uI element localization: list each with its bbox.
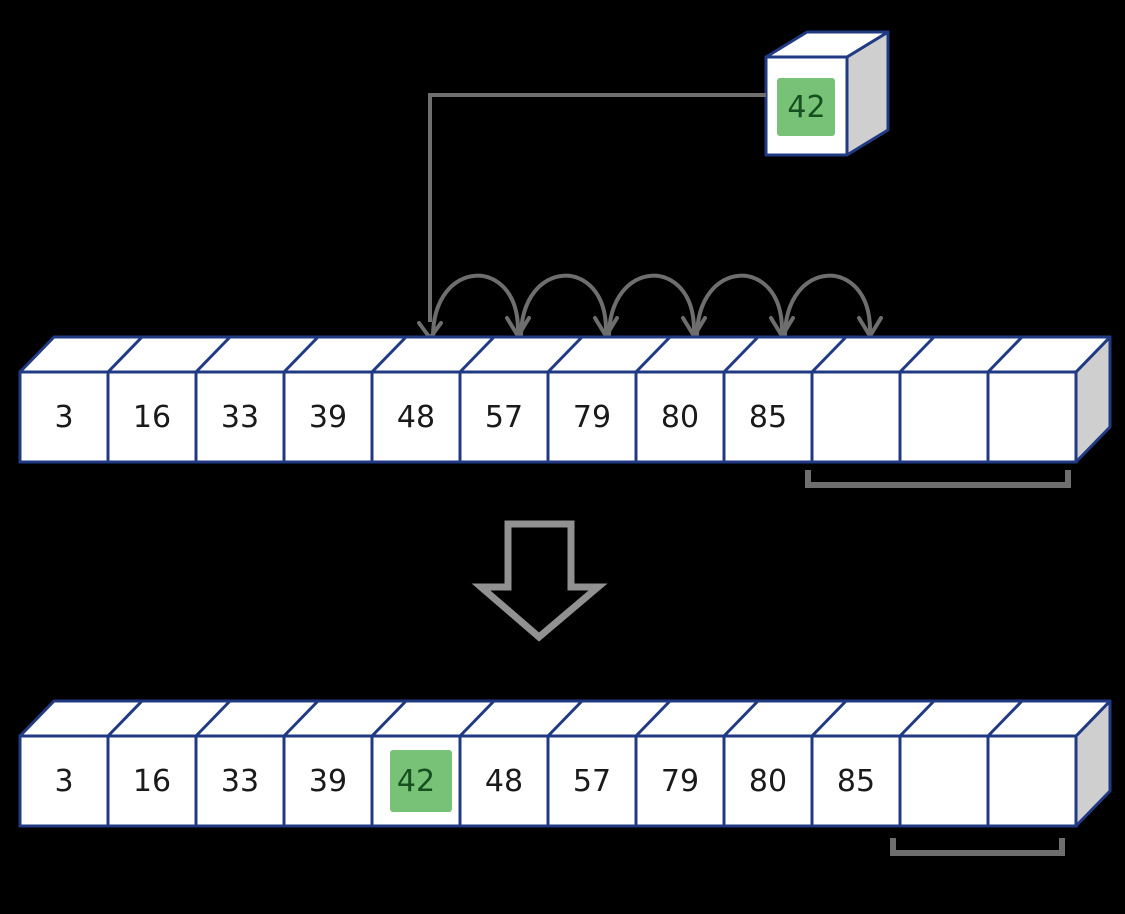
cube-side-face bbox=[845, 30, 890, 157]
free-space-bracket-after bbox=[890, 838, 1065, 856]
cell-after-11 bbox=[988, 736, 1076, 826]
cell-after-8: 80 bbox=[748, 763, 788, 799]
array-before-side-face bbox=[1074, 335, 1112, 464]
highlight-swatch-cube bbox=[777, 78, 835, 136]
cell-before-2: 33 bbox=[220, 399, 260, 435]
array-after-side-face bbox=[1074, 699, 1112, 828]
cell-after-7: 79 bbox=[660, 763, 700, 799]
cell-before-6: 79 bbox=[572, 399, 612, 435]
cell-before-0: 3 bbox=[54, 399, 74, 435]
cell-after-10 bbox=[900, 736, 988, 826]
array-before-top-dividers bbox=[106, 335, 1024, 374]
cell-before-1: 16 bbox=[132, 399, 172, 435]
cube-value: 42 bbox=[787, 89, 826, 125]
connector-line bbox=[417, 93, 766, 340]
cell-before-9 bbox=[812, 372, 900, 462]
cell-after-0: 3 bbox=[54, 763, 74, 799]
cell-after-4: 42 bbox=[396, 763, 436, 799]
cell-after-3: 39 bbox=[308, 763, 348, 799]
highlight-swatch-array-after bbox=[390, 750, 452, 812]
cell-before-11 bbox=[988, 372, 1076, 462]
shift-arrow-2 bbox=[519, 273, 619, 340]
shift-arrow-4 bbox=[695, 273, 795, 340]
cell-before-7: 80 bbox=[660, 399, 700, 435]
cell-before-8: 85 bbox=[748, 399, 788, 435]
shift-arrow-3 bbox=[607, 273, 707, 340]
cell-before-10 bbox=[900, 372, 988, 462]
cell-before-4: 48 bbox=[396, 399, 436, 435]
down-arrow bbox=[471, 520, 608, 642]
shift-arrow-1 bbox=[431, 273, 531, 340]
shift-arrows bbox=[431, 273, 883, 340]
array-after-top-dividers bbox=[106, 699, 1024, 738]
cell-after-2: 33 bbox=[220, 763, 260, 799]
cell-after-5: 48 bbox=[484, 763, 524, 799]
cell-before-5: 57 bbox=[484, 399, 524, 435]
free-space-bracket-before bbox=[805, 470, 1071, 488]
cube-top-face bbox=[764, 30, 890, 59]
cell-after-9: 85 bbox=[836, 763, 876, 799]
cell-after-1: 16 bbox=[132, 763, 172, 799]
shift-arrow-5 bbox=[783, 273, 883, 340]
array-after-top-face bbox=[18, 699, 1112, 738]
array-before-top-face bbox=[18, 335, 1112, 374]
cell-after-6: 57 bbox=[572, 763, 612, 799]
cell-before-3: 39 bbox=[308, 399, 348, 435]
